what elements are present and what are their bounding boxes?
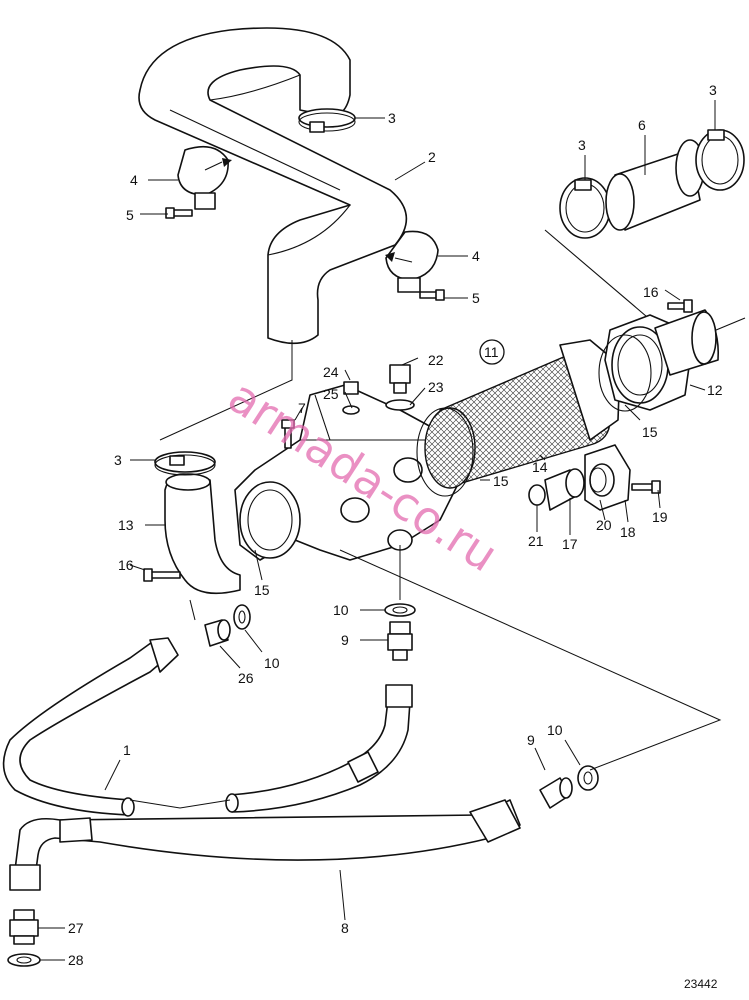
callout-16-left: 16	[118, 557, 134, 573]
callout-28: 28	[68, 952, 84, 968]
union-26	[204, 619, 231, 647]
callout-18: 18	[620, 524, 636, 540]
union-9-right	[539, 777, 573, 809]
callout-8: 8	[341, 920, 349, 936]
callout-3-left: 3	[114, 452, 122, 468]
bracket-lower	[385, 230, 439, 293]
callout-15-left: 15	[254, 582, 270, 598]
callout-3-right-b: 3	[709, 82, 717, 98]
callout-24: 24	[323, 364, 339, 380]
end-cover-12	[598, 309, 720, 412]
screw-7	[281, 419, 295, 449]
callout-3-top: 3	[388, 110, 396, 126]
callout-4-lower: 4	[472, 248, 480, 264]
callout-20: 20	[596, 517, 612, 533]
pump-parts	[528, 444, 661, 511]
callout-23: 23	[428, 379, 444, 395]
callout-19: 19	[652, 509, 668, 525]
union-9-center	[387, 621, 413, 661]
callout-14: 14	[532, 459, 548, 475]
screw-16-right	[667, 299, 693, 313]
washer-10-left	[233, 604, 251, 630]
callout-26: 26	[238, 670, 254, 686]
callout-12: 12	[707, 382, 723, 398]
callout-7: 7	[298, 400, 306, 416]
callout-6: 6	[638, 117, 646, 133]
callout-15-right: 15	[642, 424, 658, 440]
callout-2: 2	[428, 149, 436, 165]
callout-15-mid: 15	[493, 473, 509, 489]
fitting-27	[9, 909, 39, 945]
callout-10-left: 10	[264, 655, 280, 671]
callout-11: 11	[484, 344, 499, 360]
plug-24	[342, 381, 360, 415]
hose-part-2	[138, 27, 408, 345]
washer-10-right	[577, 765, 599, 791]
callout-5-lower: 5	[472, 290, 480, 306]
callout-9-right: 9	[527, 732, 535, 748]
callout-22: 22	[428, 352, 444, 368]
callout-1: 1	[123, 742, 131, 758]
callout-10-center: 10	[333, 602, 349, 618]
callout-25: 25	[323, 386, 339, 402]
hose-part-8	[9, 799, 521, 891]
bracket-upper	[177, 145, 232, 210]
washer-10-center	[384, 603, 416, 617]
callout-21: 21	[528, 533, 544, 549]
cooler-housing	[234, 384, 461, 561]
screw-lower	[419, 289, 445, 301]
callout-17: 17	[562, 536, 578, 552]
sleeve-assembly	[544, 129, 746, 346]
callout-5-upper: 5	[126, 207, 134, 223]
callouts: 3 2 4 5 4 5 3 6 3 16 11 12 24 22 25 23 7…	[68, 82, 723, 968]
callout-27: 27	[68, 920, 84, 936]
washer-28	[7, 953, 41, 967]
hose-part-1	[2, 637, 413, 817]
callout-10-right: 10	[547, 722, 563, 738]
plug-22	[385, 364, 415, 411]
callout-11-badge: 11	[479, 339, 505, 365]
callout-16-right: 16	[643, 284, 659, 300]
callout-3-right-a: 3	[578, 137, 586, 153]
callout-9-center: 9	[341, 632, 349, 648]
cooler-insert-14	[416, 339, 621, 497]
callout-13: 13	[118, 517, 134, 533]
hose-clamp-top	[298, 108, 356, 133]
leader-lines	[38, 100, 722, 961]
figure-id: 23442	[684, 977, 718, 991]
callout-4-upper: 4	[130, 172, 138, 188]
elbow-part-13	[154, 451, 241, 595]
screw-upper	[165, 207, 193, 219]
screw-left-16	[143, 568, 181, 582]
